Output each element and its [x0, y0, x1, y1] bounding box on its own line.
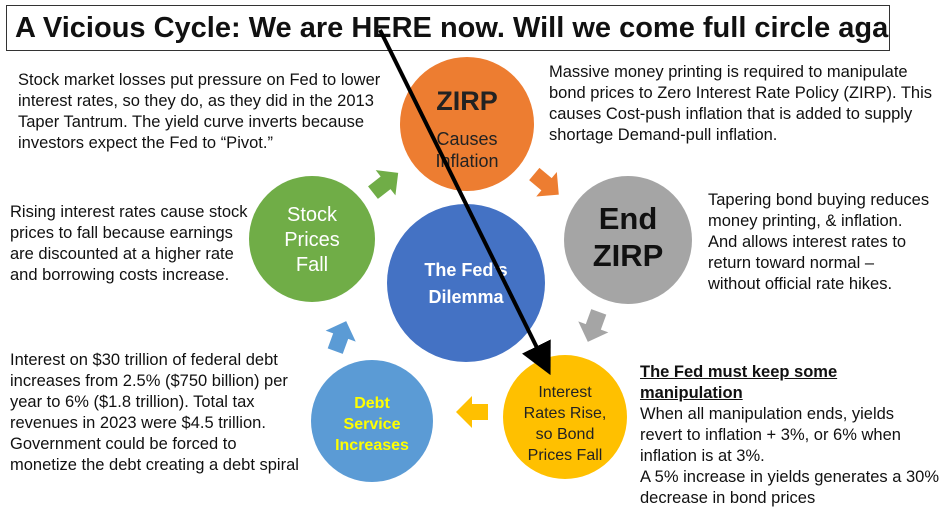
center-line: Dilemma [428, 287, 504, 307]
note-line: revenues in 2023 were $4.5 trillion. [10, 414, 266, 432]
note-line: monetize the debt creating a debt spiral [10, 456, 299, 474]
stock-prices-circle [249, 176, 375, 302]
arrow-zirp-to-end [529, 167, 559, 197]
note-line: shortage Demand-pull inflation. [549, 126, 778, 144]
note-top-right: Massive money printing is required to ma… [549, 62, 944, 146]
note-line: Taper Tantrum. The yield curve inverts b… [18, 113, 365, 131]
note-line: Massive money printing is required to ma… [549, 63, 908, 81]
note-line: Stock market losses put pressure on Fed … [18, 71, 381, 89]
note-line: money printing, & inflation. [708, 212, 903, 230]
note-line: return toward normal – [708, 254, 874, 272]
stock-line: Prices [284, 229, 340, 251]
note-line: prices to fall because earnings [10, 224, 233, 242]
debt-line: Service [344, 416, 401, 433]
note-line: and borrowing costs increase. [10, 266, 230, 284]
note-line: And allows interest rates to [708, 233, 907, 251]
interest-line: Rates Rise, [524, 405, 607, 422]
here-pointer-arrow [378, 29, 551, 376]
note-line: When all manipulation ends, yields [640, 405, 895, 423]
debt-line: Increases [335, 437, 409, 454]
center-circle [387, 204, 545, 362]
interest-rates-circle [503, 355, 627, 479]
note-line: bond prices to Zero Interest Rate Policy… [549, 84, 933, 102]
note-line: Interest on $30 trillion of federal debt [10, 351, 278, 369]
note-line: without official rate hikes. [708, 275, 893, 293]
note-line: causes Cost-push inflation that is added… [549, 105, 913, 123]
end-zirp-line: End [599, 201, 658, 236]
note-mid-left: Rising interest rates cause stock prices… [10, 202, 250, 286]
stock-line: Stock [287, 204, 338, 226]
debt-line: Debt [354, 395, 390, 412]
page-title: A Vicious Cycle: We are HERE now. Will w… [6, 5, 890, 51]
arrow-end-to-interest [578, 309, 609, 342]
zirp-title: ZIRP [436, 86, 498, 116]
zirp-circle [400, 57, 534, 191]
end-zirp-line: ZIRP [593, 238, 664, 273]
note-line: decrease in bond prices [640, 489, 816, 507]
zirp-line: Inflation [435, 151, 498, 171]
note-bottom-right: The Fed must keep some manipulation When… [640, 362, 944, 509]
note-line: A 5% increase in yields generates a 30% [640, 468, 940, 486]
note-line: investors expect the Fed to “Pivot.” [18, 134, 273, 152]
note-heading: The Fed must keep some manipulation [640, 363, 838, 402]
note-line: inflation is at 3%. [640, 447, 765, 465]
note-line: Tapering bond buying reduces [708, 191, 930, 209]
end-zirp-circle [564, 176, 692, 304]
center-line: The Fed's [424, 260, 507, 280]
stock-line: Fall [296, 254, 328, 276]
debt-service-circle [311, 360, 433, 482]
note-line: Rising interest rates cause stock [10, 203, 248, 221]
note-line: revert to inflation + 3%, or 6% when [640, 426, 901, 444]
note-line: are discounted at a higher rate [10, 245, 234, 263]
arrow-stock-to-zirp [368, 170, 399, 199]
arrow-debt-to-stock [325, 321, 356, 354]
note-line: Government could be forced to [10, 435, 237, 453]
note-bottom-left: Interest on $30 trillion of federal debt… [10, 350, 340, 476]
interest-line: so Bond [536, 426, 595, 443]
note-top-left: Stock market losses put pressure on Fed … [18, 70, 388, 154]
arrow-interest-to-debt [456, 396, 488, 428]
interest-line: Interest [538, 384, 592, 401]
interest-line: Prices Fall [528, 447, 603, 464]
note-line: interest rates, so they do, as they did … [18, 92, 374, 110]
note-line: increases from 2.5% ($750 billion) per [10, 372, 288, 390]
zirp-line: Causes [436, 129, 497, 149]
note-line: year to 6% ($1.8 trillion). Total tax [10, 393, 255, 411]
note-mid-right: Tapering bond buying reduces money print… [708, 190, 944, 295]
